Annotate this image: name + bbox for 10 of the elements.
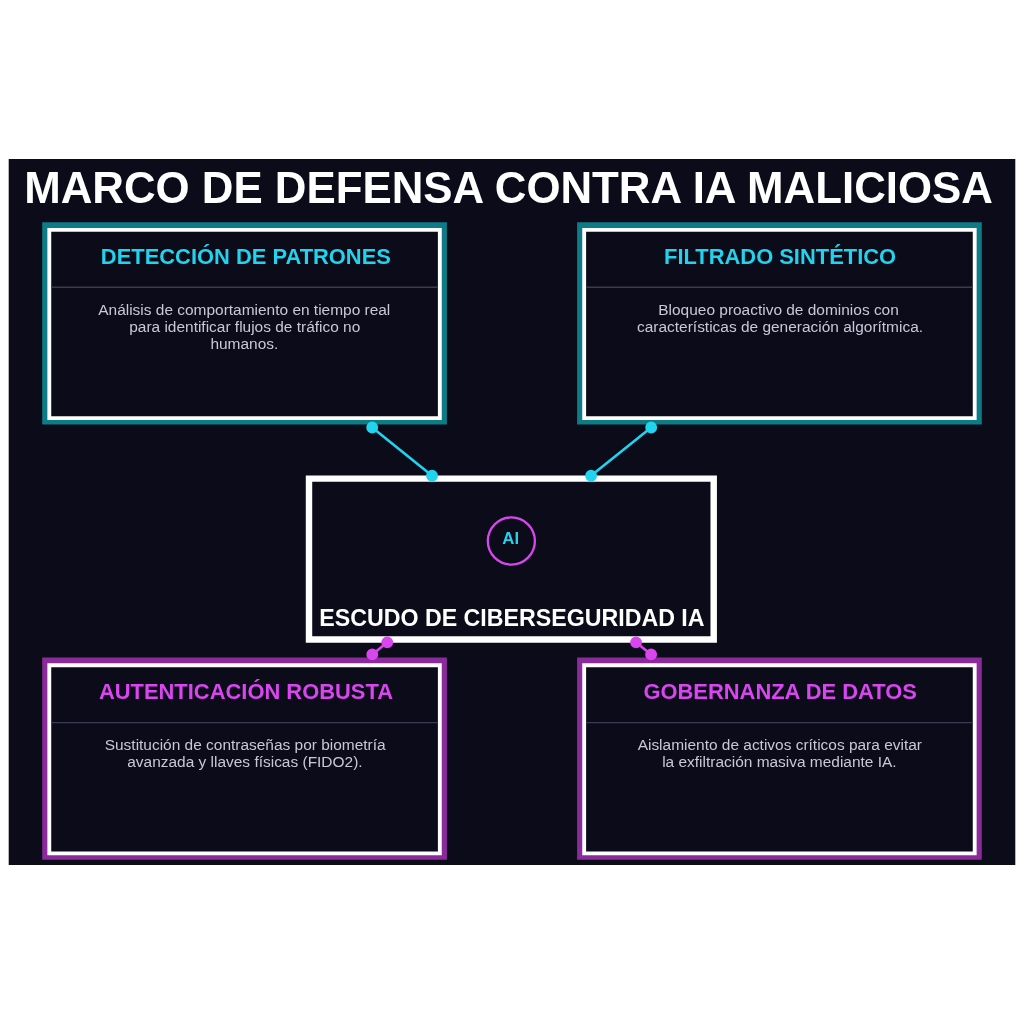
node-box: GOBERNANZA DE DATOS Aislamiento de activos críticos para evitar la exfiltración masiva mediante IA. [577, 657, 982, 860]
connector [585, 421, 658, 482]
diagram-title: MARCO DE DEFENSA CONTRA IA MALICIOSA [24, 163, 993, 213]
node-box: FILTRADO SINTÉTICO Bloqueo proactivo de dominios con características de generación algorítmica. [577, 222, 982, 425]
node-box: DETECCIÓN DE PATRONES Análisis de comportamiento en tiempo real para identificar flujos de tráfico no humanos. [42, 222, 447, 425]
node-box: AUTENTICACIÓN ROBUSTA Sustitución de contraseñas por biometría avanzada y llaves físicas (FIDO2). [42, 657, 447, 860]
connector [366, 421, 438, 482]
connector [630, 636, 658, 661]
node-circle: AI [486, 516, 537, 566]
connector [366, 636, 394, 661]
